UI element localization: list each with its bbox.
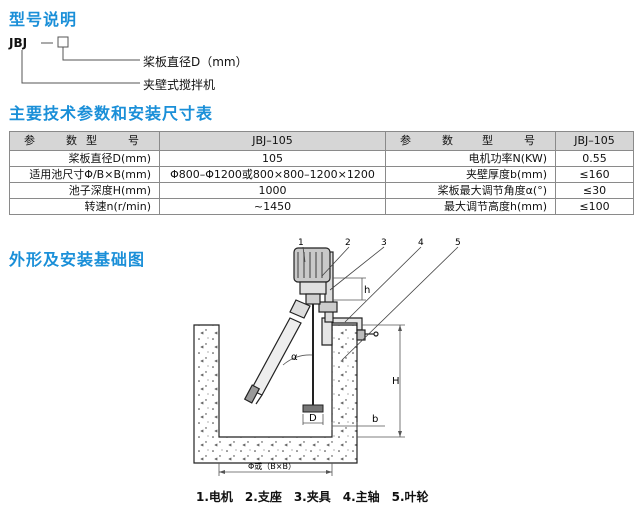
impeller <box>302 404 324 413</box>
header-model-label: 型 号 <box>482 134 545 147</box>
motor <box>293 247 331 305</box>
model-code-diagram <box>21 36 140 84</box>
header-model-value-right: JBJ–105 <box>555 131 634 151</box>
callout-1: 1 <box>298 238 304 248</box>
params-section-title: 主要技术参数和安装尺寸表 <box>9 104 214 123</box>
angle-label: α <box>291 352 298 363</box>
param-name: 池子深度H(mm) <box>9 182 160 199</box>
callout-5: 5 <box>455 238 461 248</box>
clamp <box>321 317 379 346</box>
param-name: 适用池尺寸Φ/B×B(mm) <box>9 166 160 183</box>
model-prefix: JBJ <box>9 36 28 50</box>
param-name: 桨板直径D(mm) <box>9 150 160 167</box>
dim-bottom-label: Φ或（B×B） <box>248 461 296 471</box>
table-row: 转速n(r/min) ~1450 最大调节高度h(mm) ≤100 <box>9 198 634 215</box>
model-section-title: 型号说明 <box>9 10 78 29</box>
header-param-model-right: 参 数 型 号 <box>385 131 556 151</box>
header-model-label: 型 号 <box>86 134 149 147</box>
drawing-legend: 1.电机 2.支座 3.夹具 4.主轴 5.叶轮 <box>196 490 429 504</box>
callout-3: 3 <box>381 238 387 248</box>
header-param-label: 参 数 <box>400 134 463 147</box>
callout-2: 2 <box>345 238 351 248</box>
callout-4: 4 <box>418 238 424 248</box>
type-label: 夹壁式搅拌机 <box>143 78 216 92</box>
param-value: ≤160 <box>555 166 634 183</box>
header-param-label: 参 数 <box>24 134 87 147</box>
param-name: 最大调节高度h(mm) <box>385 198 556 215</box>
dim-h-label: h <box>364 285 370 296</box>
dim-H-label: H <box>392 376 400 387</box>
dim-b-label: b <box>372 414 378 425</box>
param-value: ≤100 <box>555 198 634 215</box>
tilted-shaft <box>243 299 311 405</box>
param-name: 电机功率N(KW) <box>385 150 556 167</box>
spec-table-header: 参 数 型 号 JBJ–105 参 数 型 号 JBJ–105 <box>9 131 634 151</box>
param-name: 转速n(r/min) <box>9 198 160 215</box>
diameter-label: 桨板直径D（mm） <box>143 55 248 69</box>
header-param-model-left: 参 数 型 号 <box>9 131 160 151</box>
spec-table: 参 数 型 号 JBJ–105 参 数 型 号 JBJ–105 桨板直径D(mm… <box>9 131 634 215</box>
param-value: ~1450 <box>159 198 386 215</box>
drawing-section-title: 外形及安装基础图 <box>9 250 146 269</box>
dim-d-label: D <box>309 413 317 424</box>
